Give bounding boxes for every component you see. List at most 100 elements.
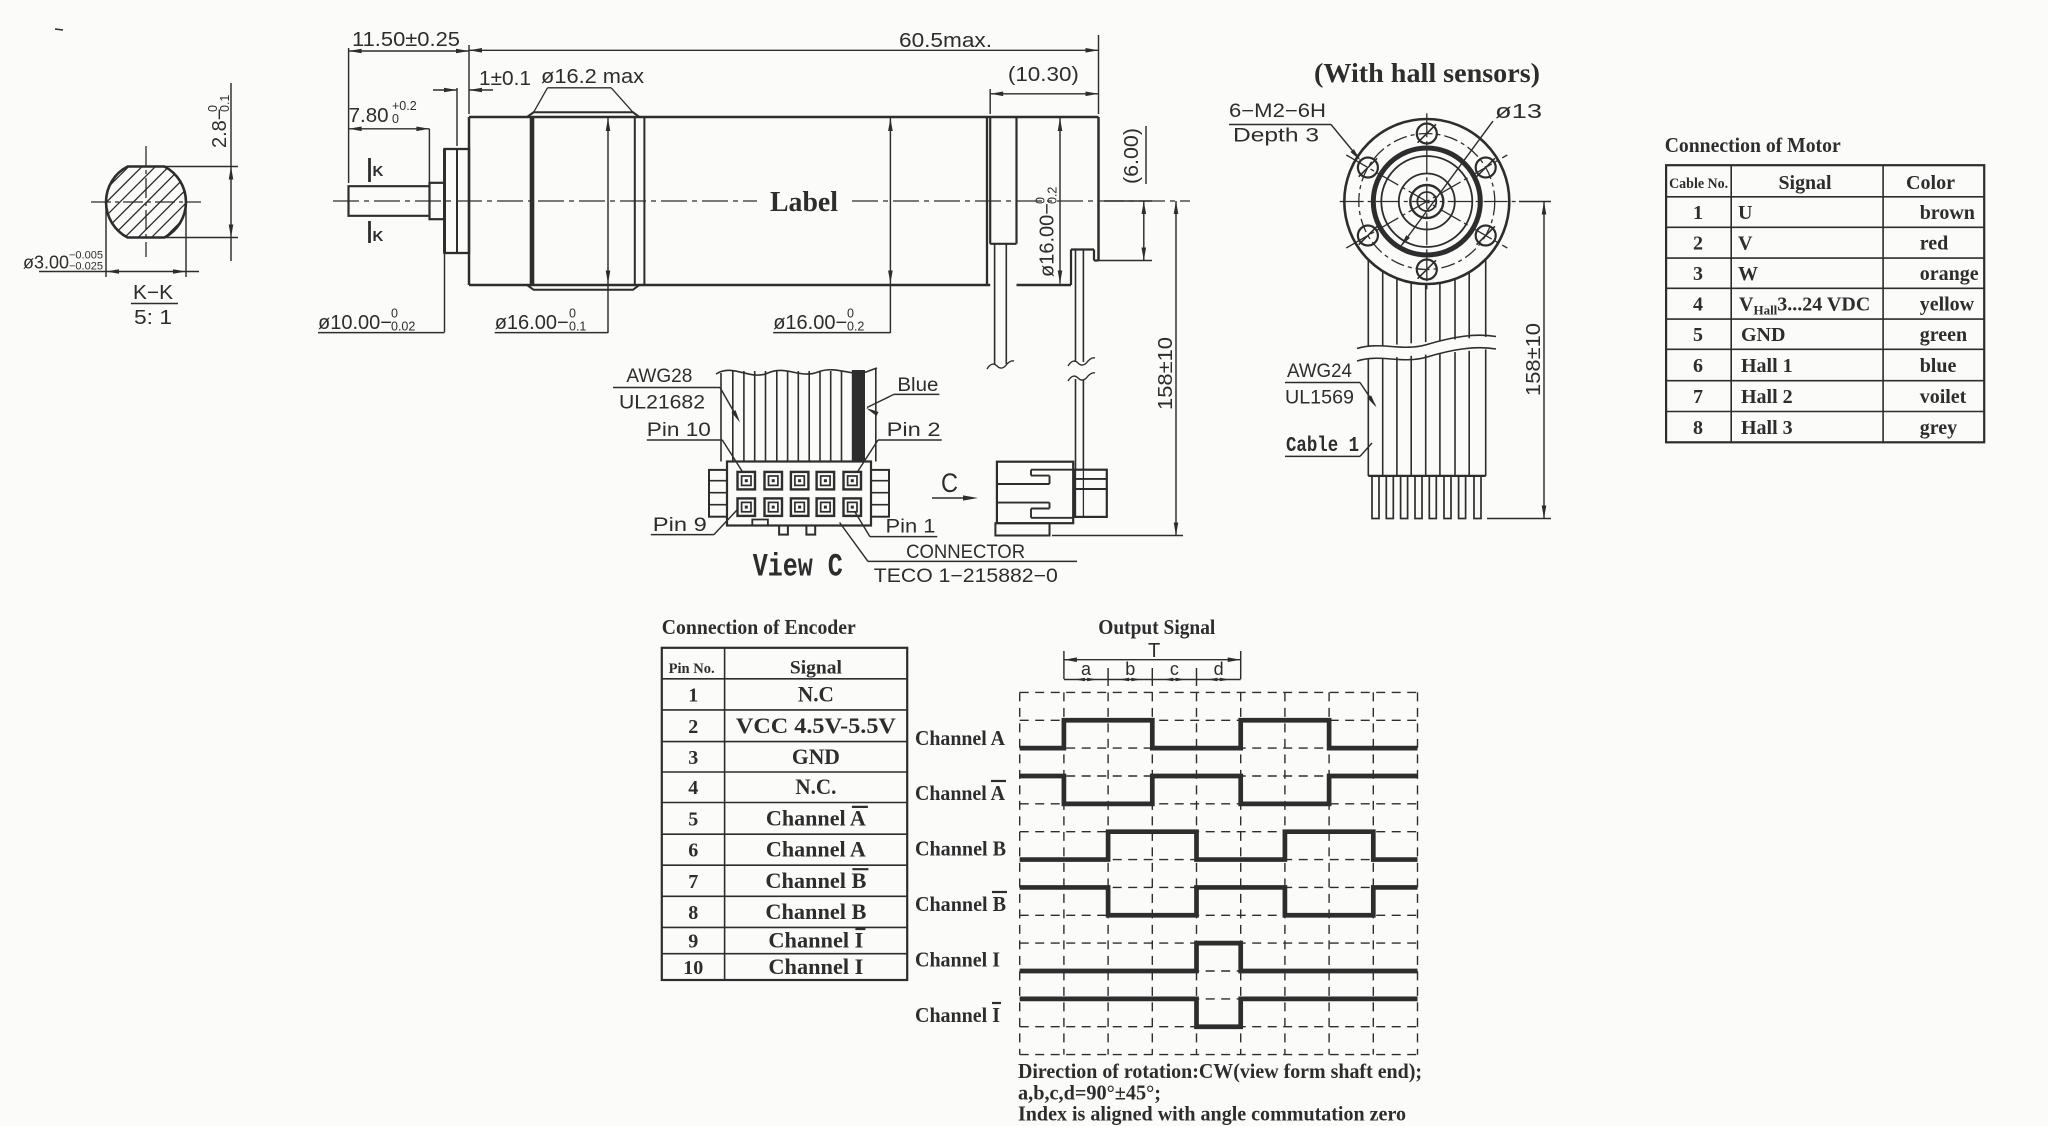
svg-text:3: 3 [688,747,698,769]
svg-text:6−M2−6H: 6−M2−6H [1229,101,1326,122]
svg-text:a,b,c,d=90°±45°;: a,b,c,d=90°±45°; [1018,1081,1161,1105]
svg-text:U: U [1738,202,1752,224]
svg-text:Blue: Blue [897,375,938,396]
svg-text:b: b [1125,659,1135,679]
svg-text:brown: brown [1920,202,1975,224]
svg-text:4: 4 [688,777,698,799]
svg-text:0.1: 0.1 [218,95,232,112]
svg-text:60.5max.: 60.5max. [899,30,992,52]
svg-text:0.02: 0.02 [391,320,415,334]
svg-text:TECO 1−215882−0: TECO 1−215882−0 [874,566,1058,587]
svg-text:158±10: 158±10 [1155,337,1177,410]
svg-text:+0.2: +0.2 [392,99,417,113]
svg-text:C: C [941,468,958,498]
svg-text:Connection of Encoder: Connection of Encoder [662,615,856,639]
svg-text:Channel B: Channel B [765,868,866,893]
svg-text:(With hall sensors): (With hall sensors) [1314,58,1540,88]
svg-text:Pin No.: Pin No. [669,661,715,677]
svg-text:Cable No.: Cable No. [1669,176,1728,192]
svg-text:−0.025: −0.025 [69,261,103,273]
svg-text:Channel I: Channel I [915,1003,1000,1027]
svg-text:ø16.00−: ø16.00− [495,312,569,334]
svg-text:Direction of rotation:CW(view: Direction of rotation:CW(view form shaft… [1018,1059,1422,1083]
svg-text:4: 4 [1693,294,1703,316]
svg-text:Channel B: Channel B [915,892,1006,916]
svg-text:8: 8 [688,902,698,924]
svg-text:Index is aligned with angle co: Index is aligned with angle commutation … [1018,1102,1406,1126]
svg-text:K−K: K−K [133,282,174,304]
svg-text:View C: View C [753,549,843,586]
svg-text:UL1569: UL1569 [1285,388,1354,409]
svg-text:K: K [373,163,384,180]
svg-text:0.1: 0.1 [569,320,586,334]
svg-text:0: 0 [847,307,854,321]
svg-text:voilet: voilet [1920,386,1967,408]
svg-text:8: 8 [1693,417,1703,439]
svg-text:Channel A: Channel A [915,726,1006,750]
svg-text:5: 5 [688,808,698,830]
svg-text:5: 5 [1693,324,1703,346]
svg-text:Hall 2: Hall 2 [1741,386,1793,408]
svg-text:Channel A: Channel A [766,837,866,862]
svg-text:158±10: 158±10 [1523,323,1545,396]
svg-text:Hall 1: Hall 1 [1741,355,1793,377]
svg-text:7: 7 [1693,386,1703,408]
svg-text:ø10.00−: ø10.00− [318,312,392,334]
svg-text:0: 0 [569,307,576,321]
svg-text:2.8−: 2.8− [209,109,231,148]
svg-text:0.2: 0.2 [1046,187,1060,204]
svg-text:W: W [1738,263,1758,285]
svg-text:Cable 1: Cable 1 [1286,435,1359,458]
svg-text:d: d [1214,659,1224,679]
svg-text:ø16.00−: ø16.00− [773,312,847,334]
svg-text:Pin 9: Pin 9 [653,515,707,536]
svg-text:Channel B: Channel B [915,837,1006,861]
svg-text:V: V [1738,233,1753,255]
svg-text:Pin 1: Pin 1 [886,517,936,538]
svg-text:5: 1: 5: 1 [134,307,172,329]
svg-text:c: c [1170,659,1179,679]
svg-text:N.C: N.C [798,681,834,706]
svg-text:orange: orange [1920,263,1979,285]
svg-text:Channel I: Channel I [915,948,1000,972]
svg-text:GND: GND [792,744,840,769]
svg-text:Color: Color [1906,172,1955,194]
svg-text:red: red [1920,233,1949,255]
svg-text:VCC 4.5V-5.5V: VCC 4.5V-5.5V [736,713,896,738]
svg-text:6: 6 [1693,355,1703,377]
svg-text:Depth 3: Depth 3 [1233,126,1319,147]
svg-text:11.50±0.25: 11.50±0.25 [352,29,460,51]
svg-text:3: 3 [1693,263,1703,285]
svg-text:(10.30): (10.30) [1008,64,1079,86]
svg-text:Signal: Signal [1779,172,1832,194]
svg-text:ø13: ø13 [1495,101,1542,123]
svg-text:Label: Label [770,187,838,218]
svg-text:Connection of Motor: Connection of Motor [1665,133,1841,157]
svg-text:Pin 10: Pin 10 [647,420,711,441]
svg-text:Channel I: Channel I [768,928,863,953]
svg-text:blue: blue [1920,355,1957,377]
svg-text:UL21682: UL21682 [619,393,705,414]
svg-text:K: K [373,228,384,245]
svg-text:a: a [1081,659,1092,679]
svg-text:AWG24: AWG24 [1287,361,1352,382]
svg-text:GND: GND [1741,324,1785,346]
svg-text:ø16.2 max: ø16.2 max [541,66,644,88]
svg-text:N.C.: N.C. [795,774,836,799]
svg-text:6: 6 [688,840,698,862]
svg-text:AWG28: AWG28 [626,366,692,387]
svg-text:7: 7 [688,871,698,893]
svg-text:0: 0 [391,307,398,321]
svg-text:Signal: Signal [790,658,842,679]
svg-text:1: 1 [688,684,698,706]
svg-text:T: T [1148,640,1160,662]
svg-text:9: 9 [688,931,698,953]
svg-text:Channel B: Channel B [765,899,866,924]
svg-text:0: 0 [206,105,220,112]
svg-text:−0.005: −0.005 [69,250,103,262]
svg-text:Hall 3: Hall 3 [1741,417,1793,439]
svg-text:green: green [1920,324,1967,346]
svg-text:Channel A: Channel A [766,805,866,830]
svg-text:ø3.00: ø3.00 [23,253,69,273]
svg-text:Channel A: Channel A [915,781,1006,805]
